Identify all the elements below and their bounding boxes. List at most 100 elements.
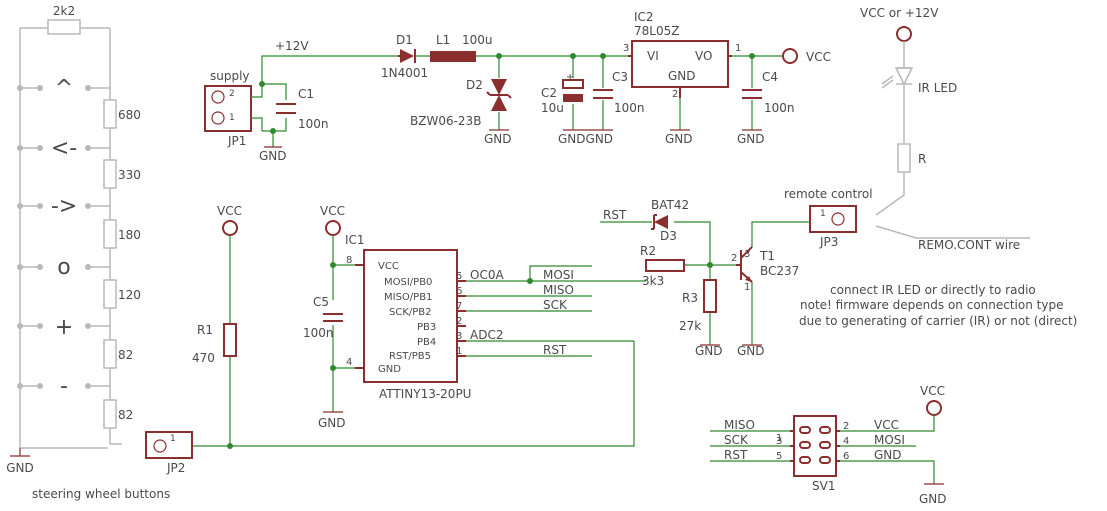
jp1-pin1 (211, 111, 225, 125)
remote-wire-label: REMO.CONT wire (918, 238, 1020, 252)
c3-capacitor (593, 89, 613, 99)
vcc-terminal (782, 48, 798, 64)
jp1-pin2 (211, 90, 225, 104)
l1-value: 100u (462, 33, 493, 47)
c4-capacitor (742, 89, 762, 99)
d2-name: D2 (466, 78, 483, 92)
button-up-label: ^ (55, 76, 73, 101)
c4-value: 100n (764, 101, 795, 115)
r1-resistor (223, 323, 237, 357)
jp3-name: JP3 (819, 235, 838, 249)
t1-name: T1 (759, 249, 775, 263)
isp-right-net-1: VCC (874, 418, 899, 432)
button-row-5: + (17, 315, 110, 340)
c2-plus: + (566, 72, 574, 83)
ic1-pin4-num: 4 (346, 357, 352, 368)
c5-capacitor (323, 313, 343, 322)
c4-name: C4 (762, 70, 778, 84)
c5-value: 100n (303, 326, 334, 340)
t1-gnd-label: GND (737, 344, 765, 358)
ladder-680-label: 680 (118, 108, 141, 122)
mcu-vcc-terminal (325, 220, 341, 236)
mcu-gnd-label: GND (318, 416, 346, 430)
jp3-pin1: 1 (820, 209, 826, 219)
bus-mosi-label: MOSI (543, 268, 574, 282)
r2-name: R2 (640, 244, 656, 258)
ic1-pin3-label: PB4 (417, 337, 436, 348)
r1-value: 470 (192, 351, 215, 365)
button-row-3: -> (17, 194, 110, 219)
r2-value: 3k3 (642, 274, 664, 288)
ic2-gnd-label: GND (665, 132, 693, 146)
d2-tvs-diode (486, 79, 512, 111)
isp-section: VCC SV1 MISO SCK RST 1 3 5 2 4 6 VCC MOS… (710, 384, 947, 506)
resistor-82a (103, 339, 117, 369)
ic1-pin5-num: 5 (456, 271, 462, 282)
ladder-82a-label: 82 (118, 348, 133, 362)
resistor-680 (103, 99, 117, 129)
r3-gnd-label: GND (695, 344, 723, 358)
note-line-2: note! firmware depends on connection typ… (800, 298, 1063, 312)
l1-name: L1 (436, 33, 450, 47)
ir-led-label: IR LED (918, 81, 957, 95)
input-section: VCC R1 470 1 JP2 (145, 204, 242, 475)
isp-pin-4: 4 (843, 436, 849, 447)
mcu-section: VCC IC1 C5 100n GND ATTINY13-20PU 8 VCC … (230, 204, 635, 447)
isp-right-net-3: GND (874, 448, 902, 462)
d1-name: D1 (396, 33, 413, 47)
ic1-pin8-label: VCC (378, 261, 399, 272)
isp-pin-5: 5 (776, 451, 782, 462)
d2-gnd-label: GND (484, 132, 512, 146)
isp-right-net-2: MOSI (874, 433, 905, 447)
ic2-vi: VI (647, 49, 659, 63)
isp-pin-1: 1 (776, 433, 782, 444)
isp-vcc-terminal (926, 400, 942, 416)
isp-pin-6: 6 (843, 451, 849, 462)
ic1-pin6-label: MISO/PB1 (384, 292, 432, 303)
ic2-vo: VO (695, 49, 712, 63)
t1-pin2: 2 (731, 253, 737, 264)
c3-name: C3 (612, 70, 628, 84)
ladder-82b-label: 82 (118, 408, 133, 422)
ic1-pin4-label: GND (378, 364, 401, 375)
ic2-pin3: 3 (623, 43, 629, 54)
resistor-330 (103, 159, 117, 189)
driver-rst-label: RST (603, 208, 627, 222)
isp-left-net-1: MISO (724, 418, 755, 432)
ic1-pin1-num: 1 (456, 346, 462, 357)
ic1-pin1-label: RST/PB5 (389, 351, 431, 362)
ir-resistor (897, 143, 911, 173)
resistor-2k2 (47, 19, 81, 35)
resistor-120 (103, 279, 117, 309)
r1-name: R1 (197, 323, 213, 337)
c4-gnd-label: GND (737, 132, 765, 146)
t1-pin3: 3 (744, 249, 750, 260)
remote-control-label: remote control (784, 187, 873, 201)
t1-value: BC237 (760, 264, 799, 278)
isp-left-net-2: SCK (724, 433, 749, 447)
ic2-pin2: 2 (672, 89, 678, 100)
button-minus-label: - (60, 374, 68, 399)
input-vcc-label: VCC (217, 204, 242, 218)
bus-miso-label: MISO (543, 283, 574, 297)
jp3-connector (809, 205, 857, 233)
c3-value: 100n (614, 101, 645, 115)
driver-section: RST BAT42 D3 R2 3k3 R3 27k GND 2 3 1 T1 … (592, 198, 810, 358)
button-row-2: <- (17, 136, 110, 161)
resistor-82b (103, 399, 117, 429)
d3-value: BAT42 (651, 198, 689, 212)
net-oc0a-label: OC0A (470, 268, 504, 282)
ic1-value: ATTINY13-20PU (379, 387, 471, 401)
c1-value: 100n (298, 117, 329, 131)
net-adc2-label: ADC2 (470, 328, 503, 342)
jp1-gnd-label: GND (259, 149, 287, 163)
t1-pin1: 1 (744, 282, 750, 293)
ir-supply-label: VCC or +12V (860, 6, 939, 20)
ic2-pin1: 1 (735, 43, 741, 54)
r3-resistor (703, 279, 717, 313)
mcu-vcc-label: VCC (320, 204, 345, 218)
isp-pin-3: 3 (776, 436, 782, 447)
steering-wheel-buttons: 2k2 ^ <- -> o + - (6, 4, 170, 501)
d1-diode (400, 49, 414, 63)
